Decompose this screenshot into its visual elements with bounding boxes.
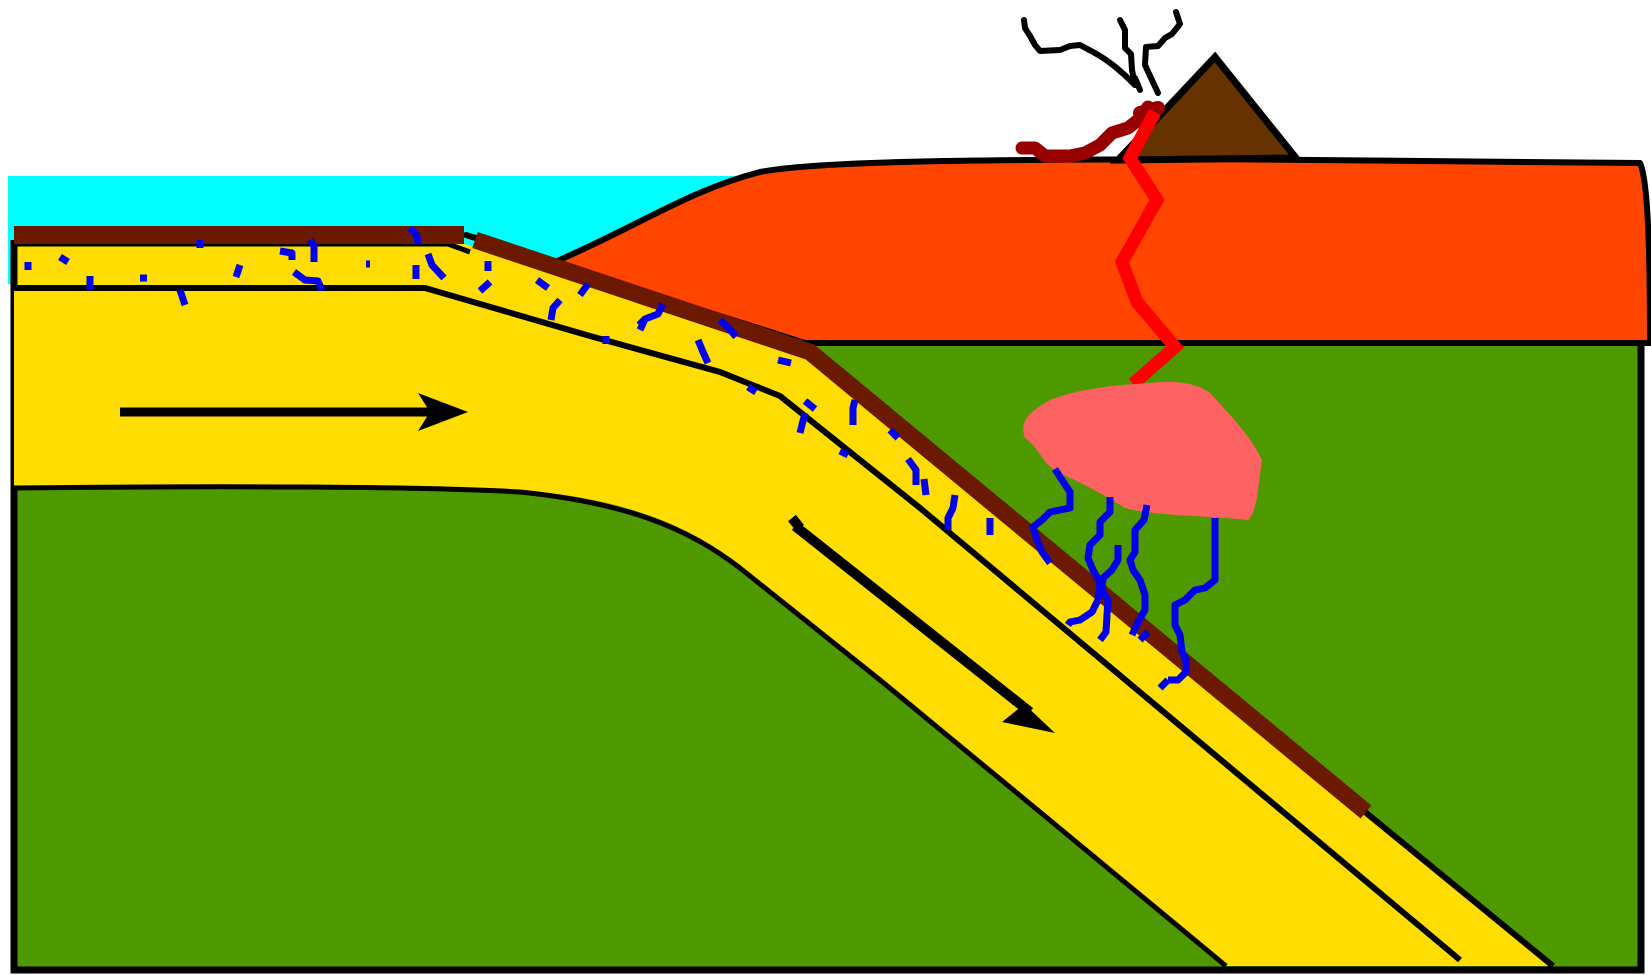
sediment-layer-surface <box>14 226 464 244</box>
